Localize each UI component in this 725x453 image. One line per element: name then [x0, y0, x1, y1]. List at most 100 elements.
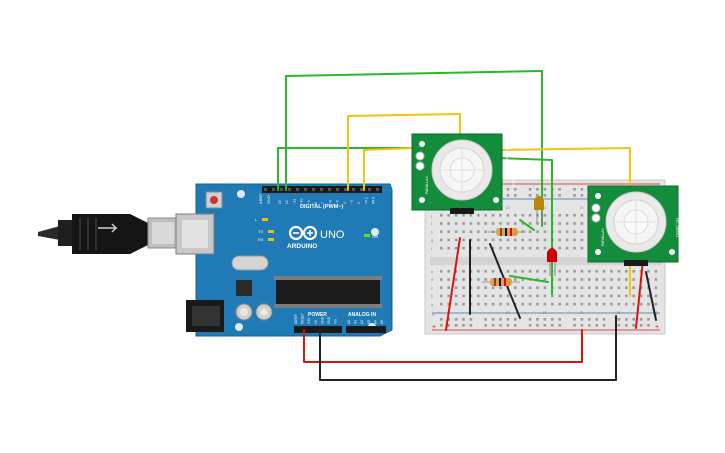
breadboard-hole[interactable] — [558, 278, 561, 281]
wire-yellow-1[interactable] — [347, 113, 461, 191]
breadboard-hole[interactable] — [521, 302, 524, 306]
breadboard-hole[interactable] — [454, 246, 458, 250]
rail-hole[interactable] — [440, 324, 443, 327]
pir2-header[interactable] — [624, 260, 648, 266]
breadboard-hole[interactable] — [654, 286, 658, 289]
breadboard-hole[interactable] — [477, 222, 480, 225]
breadboard-hole[interactable] — [440, 294, 443, 298]
breadboard-hole[interactable] — [595, 294, 598, 298]
breadboard-hole[interactable] — [602, 294, 606, 298]
breadboard-hole[interactable] — [543, 278, 547, 281]
breadboard-hole[interactable] — [462, 278, 465, 281]
breadboard-hole[interactable] — [573, 302, 576, 306]
breadboard-hole[interactable] — [588, 278, 591, 281]
breadboard-hole[interactable] — [580, 230, 584, 233]
breadboard-hole[interactable] — [558, 246, 561, 250]
breadboard-hole[interactable] — [477, 230, 480, 233]
breadboard-hole[interactable] — [506, 238, 510, 242]
breadboard-hole[interactable] — [654, 278, 658, 281]
breadboard-hole[interactable] — [454, 286, 458, 289]
breadboard-hole[interactable] — [588, 270, 591, 273]
breadboard-hole[interactable] — [625, 278, 628, 281]
breadboard-hole[interactable] — [588, 294, 591, 298]
breadboard-hole[interactable] — [447, 222, 450, 225]
pir1-header[interactable] — [450, 208, 474, 214]
breadboard-hole[interactable] — [528, 230, 532, 233]
breadboard-hole[interactable] — [440, 238, 443, 242]
breadboard-hole[interactable] — [654, 302, 658, 306]
wire-red-3[interactable] — [635, 259, 644, 329]
rail-hole[interactable] — [639, 318, 643, 321]
rail-hole[interactable] — [499, 318, 502, 321]
rail-hole[interactable] — [469, 318, 473, 321]
rail-hole[interactable] — [625, 324, 628, 327]
rail-hole[interactable] — [617, 324, 621, 327]
rail-hole[interactable] — [625, 318, 628, 321]
breadboard-hole[interactable] — [610, 270, 613, 273]
rail-hole[interactable] — [558, 324, 561, 327]
breadboard-hole[interactable] — [617, 270, 621, 273]
breadboard-hole[interactable] — [573, 278, 576, 281]
rail-hole[interactable] — [551, 324, 554, 327]
breadboard-hole[interactable] — [506, 294, 510, 298]
breadboard-hole[interactable] — [617, 278, 621, 281]
rail-hole[interactable] — [647, 324, 650, 327]
breadboard-hole[interactable] — [491, 238, 495, 242]
breadboard-hole[interactable] — [521, 222, 524, 225]
rail-hole[interactable] — [454, 318, 458, 321]
breadboard-hole[interactable] — [506, 302, 510, 306]
rail-hole[interactable] — [573, 324, 576, 327]
breadboard-hole[interactable] — [573, 238, 576, 242]
breadboard-hole[interactable] — [647, 270, 650, 273]
rail-hole[interactable] — [617, 318, 621, 321]
breadboard-hole[interactable] — [617, 294, 621, 298]
rail-hole[interactable] — [595, 318, 598, 321]
breadboard-hole[interactable] — [543, 230, 547, 233]
breadboard-hole[interactable] — [462, 246, 465, 250]
breadboard-hole[interactable] — [499, 238, 502, 242]
breadboard-hole[interactable] — [484, 294, 487, 298]
breadboard-hole[interactable] — [595, 302, 598, 306]
breadboard-hole[interactable] — [602, 270, 606, 273]
breadboard-hole[interactable] — [625, 286, 628, 289]
breadboard-hole[interactable] — [477, 270, 480, 273]
breadboard-hole[interactable] — [447, 294, 450, 298]
rail-hole[interactable] — [536, 318, 539, 321]
breadboard-hole[interactable] — [536, 246, 539, 250]
breadboard-hole[interactable] — [647, 302, 650, 306]
breadboard-hole[interactable] — [514, 222, 517, 225]
breadboard-hole[interactable] — [477, 214, 480, 217]
breadboard-hole[interactable] — [610, 278, 613, 281]
breadboard-hole[interactable] — [565, 238, 569, 242]
breadboard-hole[interactable] — [580, 302, 584, 306]
breadboard-hole[interactable] — [484, 238, 487, 242]
rail-hole[interactable] — [462, 318, 465, 321]
breadboard-hole[interactable] — [477, 294, 480, 298]
breadboard-hole[interactable] — [558, 238, 561, 242]
breadboard-hole[interactable] — [580, 222, 584, 225]
breadboard-hole[interactable] — [565, 222, 569, 225]
breadboard-hole[interactable] — [484, 214, 487, 217]
breadboard-hole[interactable] — [573, 286, 576, 289]
breadboard-hole[interactable] — [610, 294, 613, 298]
breadboard-hole[interactable] — [558, 230, 561, 233]
rail-hole[interactable] — [543, 194, 547, 197]
breadboard-hole[interactable] — [514, 246, 517, 250]
wire-black-1[interactable] — [319, 315, 617, 381]
breadboard-hole[interactable] — [625, 294, 628, 298]
breadboard-hole[interactable] — [454, 238, 458, 242]
breadboard-hole[interactable] — [499, 302, 502, 306]
pir-sensor-1[interactable]: PIR Sensor HC-SR501 PARALLAX — [411, 133, 516, 214]
breadboard-hole[interactable] — [484, 230, 487, 233]
rail-hole[interactable] — [580, 324, 584, 327]
breadboard-hole[interactable] — [647, 294, 650, 298]
rail-hole[interactable] — [543, 318, 547, 321]
rail-hole[interactable] — [514, 194, 517, 197]
breadboard-hole[interactable] — [521, 278, 524, 281]
breadboard-hole[interactable] — [595, 270, 598, 273]
breadboard-hole[interactable] — [477, 278, 480, 281]
breadboard-hole[interactable] — [491, 302, 495, 306]
rail-hole[interactable] — [528, 324, 532, 327]
breadboard-hole[interactable] — [462, 238, 465, 242]
rail-hole[interactable] — [514, 188, 517, 191]
